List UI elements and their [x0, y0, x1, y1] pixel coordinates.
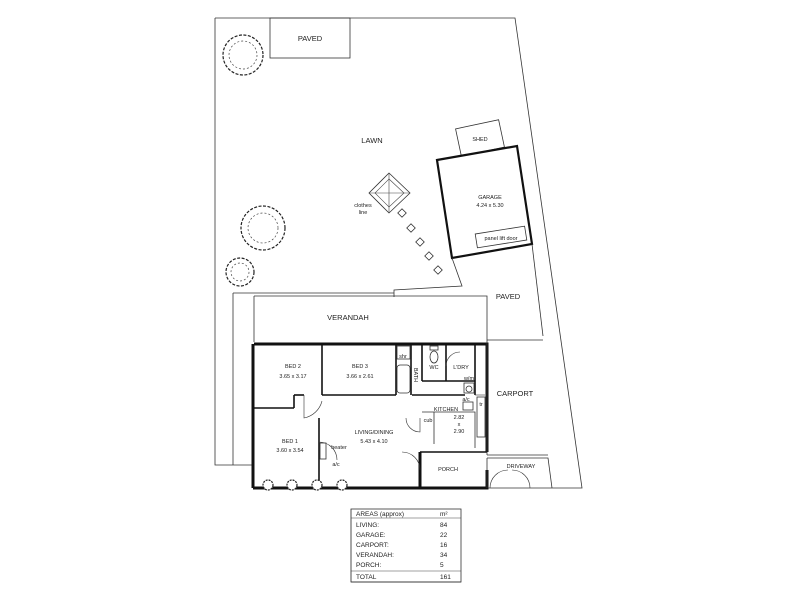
kitchen-label: KITCHEN [434, 407, 458, 413]
panel-lift-door [474, 225, 528, 249]
area-row-value: 84 [440, 522, 448, 529]
area-row-label: LIVING: [356, 522, 379, 529]
kitchen-counters [422, 396, 486, 448]
area-row-label: CARPORT: [356, 542, 389, 549]
stepping-stones [397, 208, 443, 275]
bed3-dims: 3.66 x 2.61 [346, 374, 373, 380]
verandah-label: VERANDAH [327, 313, 369, 322]
carport [487, 339, 548, 456]
porch-label: PORCH [438, 467, 458, 473]
wc-label: WC [429, 365, 438, 371]
toilet-cistern [429, 345, 439, 351]
ac-living-label: a/c [332, 462, 340, 468]
garage-label: GARAGE [478, 195, 502, 201]
driveway-edge [531, 243, 544, 337]
kitchen-dims: 2.90 [454, 429, 465, 435]
lawn-label: LAWN [361, 136, 382, 145]
area-total-label: TOTAL [356, 574, 377, 581]
shr-label: shr [399, 354, 407, 360]
wm-label: w/m [463, 376, 475, 382]
carport-label: CARPORT [497, 389, 534, 398]
paved-area-top [269, 17, 351, 59]
areas-header: AREAS (approx) [356, 511, 404, 518]
heater-label: heater [331, 445, 347, 451]
area-row-value: 22 [440, 532, 448, 539]
door-swings [303, 351, 485, 471]
heater-icon [319, 442, 327, 460]
bed2-label: BED 2 [285, 364, 301, 370]
area-row-label: GARAGE: [356, 532, 386, 539]
area-row-label: PORCH: [356, 562, 381, 569]
ac-kitchen-label: a/c [462, 397, 470, 403]
clothes-line-label: line [359, 210, 368, 216]
bed3-label: BED 3 [352, 364, 368, 370]
paved-top-label: PAVED [298, 34, 323, 43]
side-wall [232, 292, 394, 465]
bed2-dims: 3.65 x 3.17 [279, 374, 306, 380]
driveway-edge [393, 257, 463, 297]
tree-icon [240, 205, 286, 251]
cub-label: cub [424, 418, 433, 424]
driveway [486, 457, 553, 489]
shed-label: SHED [472, 137, 487, 143]
kitchen-dims: x [458, 422, 461, 428]
living-dims: 5.43 x 4.10 [360, 439, 387, 445]
front-windows [262, 479, 348, 491]
paved-right-label: PAVED [496, 292, 521, 301]
ldry-label: L'DRY [453, 365, 469, 371]
clothes-line-label: clothes [354, 203, 372, 209]
interior-walls [254, 344, 487, 488]
bed1-label: BED 1 [282, 439, 298, 445]
living-label: LIVING/DINING [355, 430, 394, 436]
tr-label: tr [479, 402, 483, 408]
driveway-label: DRIVEWAY [507, 464, 536, 470]
property-boundary [214, 17, 583, 489]
bed1-dims: 3.60 x 3.54 [276, 448, 303, 454]
area-row-value: 5 [440, 562, 444, 569]
area-total-value: 161 [440, 574, 451, 581]
kitchen-dims: 2.82 [454, 415, 465, 421]
area-row-value: 16 [440, 542, 448, 549]
washing-machine [463, 382, 475, 394]
areas-table [350, 508, 462, 583]
tree-icon [222, 34, 264, 76]
bath-label: BATH [412, 368, 418, 382]
driveway-gate [489, 469, 531, 489]
area-row-label: VERANDAH: [356, 552, 394, 559]
trough-icon [465, 385, 473, 393]
bathtub [396, 364, 411, 394]
panel-lift-door-label: panel lift door [484, 236, 517, 242]
shower [396, 345, 411, 360]
toilet-icon [429, 350, 439, 364]
tree-icon [225, 257, 255, 287]
verandah [254, 295, 488, 340]
garage-dims: 4.24 x 5.30 [476, 203, 503, 209]
clothes-line-icon [368, 172, 411, 214]
area-row-value: 34 [440, 552, 448, 559]
areas-unit: m² [440, 511, 448, 518]
